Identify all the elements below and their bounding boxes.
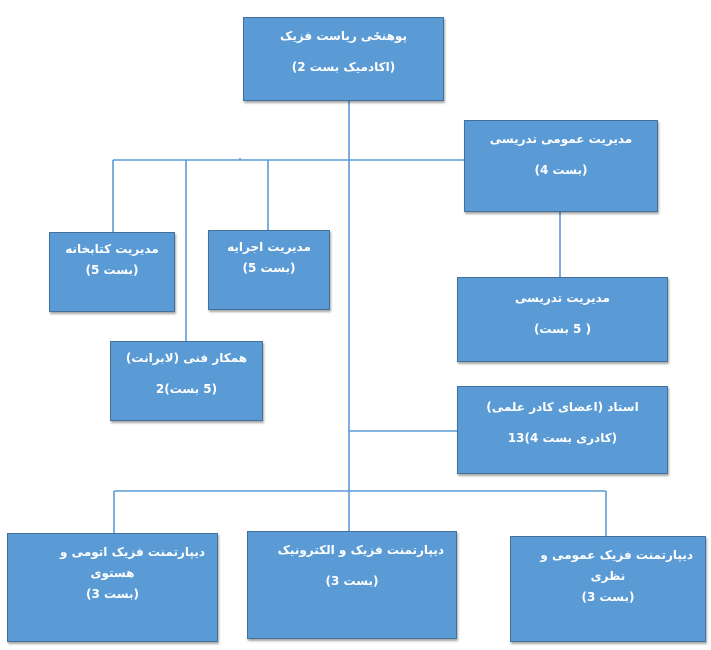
- general-teaching-title: مدیریت عمومی تدریسی: [489, 132, 633, 146]
- deputy-grade: (اکادمیک بست 2): [291, 60, 396, 74]
- executive-title: مدیریت اجرایه: [227, 240, 311, 254]
- dept-atomic-title-cont: هستوی: [90, 566, 135, 580]
- dept-atomic-grade: (بست 3): [86, 587, 139, 601]
- deputy-title: پوهنځی ریاست فزیک: [280, 29, 407, 43]
- library-management-box: مدیریت کتابخانه (بست 5): [49, 232, 175, 312]
- dept-general-grade: (بست 3): [581, 590, 635, 604]
- lab-assistant-box: همکار فنی (لابرانت) (5 بست)2: [110, 341, 263, 421]
- dept-general-title-cont: نظری: [590, 569, 626, 583]
- teaching-grade: ( 5 بست): [533, 322, 592, 336]
- department-electronics-box: دیپارتمنت فزیک و الکترونیک (بست 3): [247, 531, 457, 639]
- dept-electronics-title: دیپارتمنت فزیک و الکترونیک: [277, 543, 444, 557]
- lab-assistant-grade: (5 بست)2: [155, 382, 218, 396]
- professor-box: استاد (اعضای کادر علمی) (کادری بست 4)13: [457, 386, 668, 474]
- executive-management-box: مدیریت اجرایه (بست 5): [208, 230, 330, 310]
- general-teaching-grade: (بست 4): [534, 163, 588, 177]
- lab-assistant-title: همکار فنی (لابرانت): [125, 351, 248, 365]
- professor-grade: (کادری بست 4)13: [507, 431, 618, 445]
- teaching-management-box: مدیریت تدریسی ( 5 بست): [457, 277, 668, 362]
- dept-general-title: دیپارتمنت فزیک عمومی و: [540, 548, 693, 562]
- general-teaching-management-box: مدیریت عمومی تدریسی (بست 4): [464, 120, 658, 212]
- deputy-physics-box: پوهنځی ریاست فزیک (اکادمیک بست 2): [243, 17, 444, 101]
- library-title: مدیریت کتابخانه: [65, 242, 159, 256]
- dept-atomic-title: دیپارتمنت فزیک اتومی و: [60, 545, 205, 559]
- executive-grade: (بست 5): [242, 261, 296, 275]
- department-atomic-nuclear-box: دیپارتمنت فزیک اتومی و هستوی (بست 3): [7, 533, 218, 642]
- professor-title: استاد (اعضای کادر علمی): [486, 400, 639, 414]
- teaching-title: مدیریت تدریسی: [515, 291, 610, 305]
- library-grade: (بست 5): [85, 263, 139, 277]
- department-general-theoretical-box: دیپارتمنت فزیک عمومی و نظری (بست 3): [510, 536, 706, 642]
- dept-electronics-grade: (بست 3): [325, 574, 379, 588]
